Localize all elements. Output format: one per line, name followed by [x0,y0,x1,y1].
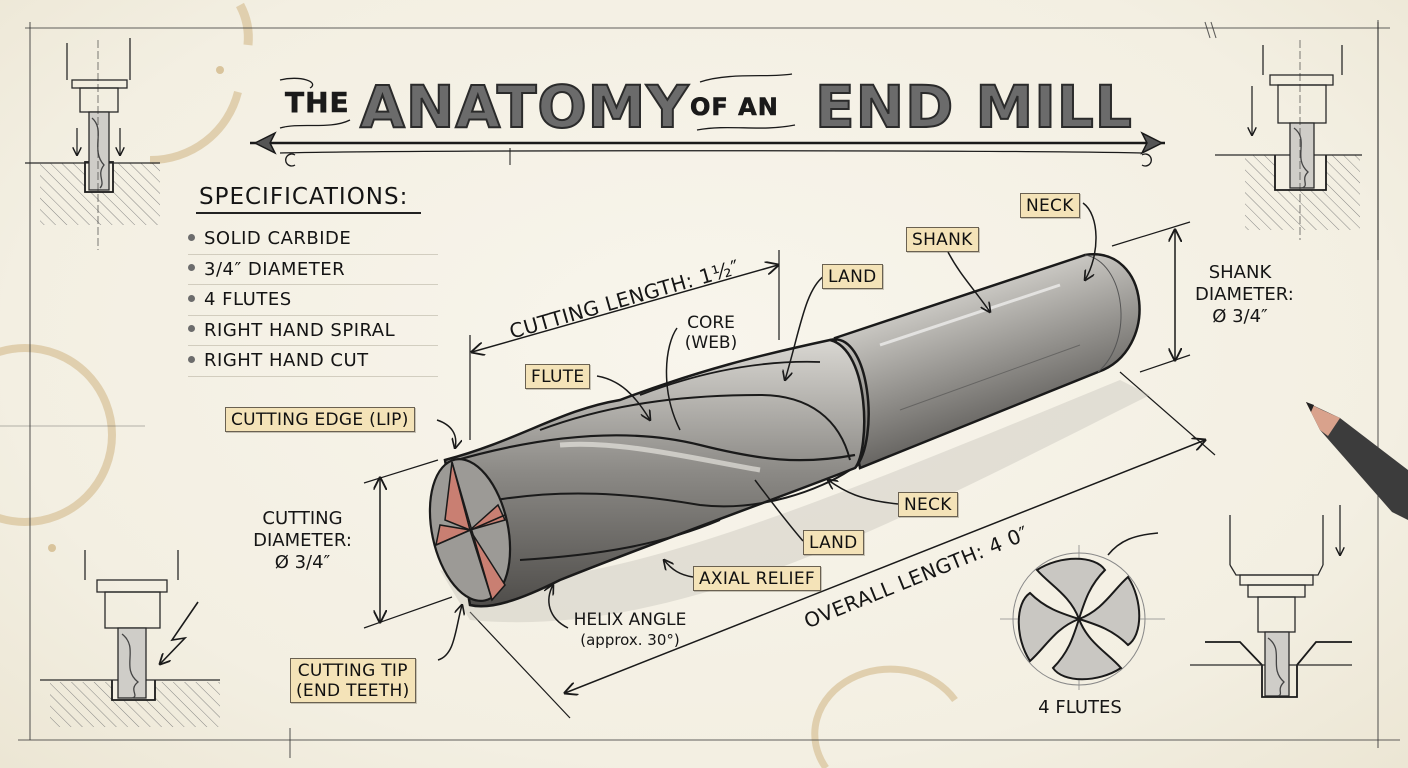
bullet-icon [188,355,195,363]
spec-item: SOLID CARBIDE [188,224,438,255]
callout-cutting-edge: CUTTING EDGE (LIP) [225,407,415,432]
cutting-length-dimension [472,265,778,352]
title-word-of-an: OF AN [690,93,779,122]
leader-lines [436,202,1159,661]
specifications-heading: SPECIFICATIONS: [199,184,409,210]
shank-body [833,253,1141,470]
callout-neck-bottom: NECK [898,492,958,517]
cutting-tip-face [428,458,512,602]
machining-sketch-top-left [25,38,160,250]
callout-shank: SHANK [906,227,979,252]
cutting-diameter-text: CUTTING DIAMETER: Ø 3/4″ [253,508,352,573]
title-word-end-mill: END MILL [814,72,1133,142]
callout-axial-relief: AXIAL RELIEF [693,566,821,591]
cross-section-caption: 4 FLUTES [1038,697,1122,718]
callout-cutting-tip: CUTTING TIP (END TEETH) [290,658,416,703]
border-lines [0,20,1400,758]
overall-length-dimension [565,440,1205,693]
machining-sketch-bottom-right [1190,505,1352,698]
coffee-stain-bottom [811,665,958,768]
spec-item: RIGHT HAND CUT [188,346,438,377]
specifications-underline [196,212,421,214]
neck-ring [829,338,870,469]
machining-sketch-bottom-left [40,550,220,727]
callout-land-top: LAND [822,264,883,289]
coffee-stain-left [0,344,116,526]
title-word-anatomy: ANATOMY [359,72,690,142]
bullet-icon [188,264,195,271]
dimension-lines [363,221,1216,719]
cross-section-4-flutes [1000,545,1165,690]
specifications-list: SOLID CARBIDE 3/4″ DIAMETER 4 FLUTES RIG… [188,224,438,377]
spec-item: 4 FLUTES [188,285,438,316]
bullet-icon [188,233,195,241]
spec-item: 3/4″ DIAMETER [188,255,438,285]
title-rule [250,73,1165,167]
title-word-the: THE [285,86,350,120]
callout-neck-top: NECK [1020,193,1080,218]
machining-sketch-top-right [1215,22,1379,260]
callout-land-bottom: LAND [803,530,864,555]
callout-helix-angle: HELIX ANGLE (approx. 30°) [573,610,687,649]
end-mill-drawing [428,253,1150,623]
shank-diameter-text: SHANK DIAMETER: Ø 3/4″ [1195,262,1294,327]
fluted-body [443,338,866,608]
coffee-stain-top [235,2,253,46]
spec-item: RIGHT HAND SPIRAL [188,316,438,346]
bullet-icon [188,294,195,302]
bullet-icon [188,325,195,332]
pencil-icon [1306,402,1408,520]
callout-core: CORE (WEB) [684,313,738,353]
callout-flute: FLUTE [525,364,591,389]
